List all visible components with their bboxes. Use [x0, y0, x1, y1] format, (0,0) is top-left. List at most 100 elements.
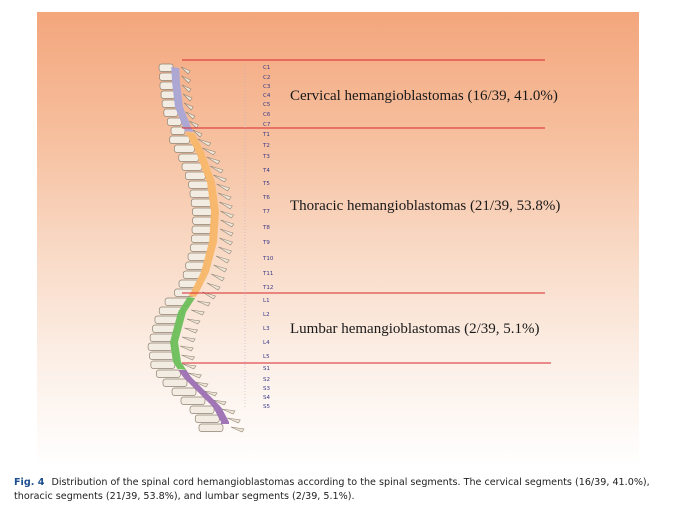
- vertebral-bodies: [147, 63, 245, 433]
- vertebral-body: [158, 63, 174, 72]
- spinous-process: [189, 120, 199, 129]
- vertebra-label: C1: [263, 65, 270, 71]
- cord-segment-lumbar: [170, 297, 196, 370]
- spinous-process: [188, 372, 202, 379]
- vertebra-label: S3: [263, 386, 270, 392]
- figure-caption: Fig. 4 Distribution of the spinal cord h…: [14, 476, 664, 504]
- vertebral-body: [180, 396, 206, 405]
- vertebral-body: [189, 405, 215, 414]
- vertebra-label: T5: [262, 181, 270, 187]
- spinous-process: [183, 102, 194, 111]
- spinous-process: [185, 111, 196, 120]
- spinous-process: [182, 93, 193, 102]
- vertebral-body: [160, 90, 176, 99]
- spinous-process: [221, 408, 236, 415]
- vertebra-label: L3: [263, 326, 270, 332]
- caption-rule: [10, 469, 665, 470]
- vertebra-label: T11: [262, 271, 273, 277]
- vertebra-label: T12: [262, 285, 273, 291]
- vertebra-label: C2: [263, 75, 270, 81]
- vertebral-body: [149, 351, 174, 360]
- vertebral-body: [147, 342, 173, 351]
- vertebral-body: [161, 99, 177, 108]
- cord-segment-cervical: [171, 67, 194, 132]
- spinous-process: [180, 345, 194, 352]
- vertebral-body: [198, 423, 224, 432]
- spinous-process: [209, 165, 224, 174]
- vertebra-label: C6: [263, 112, 271, 118]
- spinous-process: [213, 264, 228, 273]
- spinous-process: [181, 75, 191, 84]
- vertebra-label: T7: [262, 209, 270, 215]
- vertebra-label: T9: [262, 240, 270, 246]
- spinous-process: [216, 183, 231, 192]
- spinous-process: [202, 291, 216, 300]
- vertebral-body: [181, 162, 203, 171]
- vertebral-body: [192, 207, 213, 216]
- spine-illustration: C1C2C3C4C5C6C7T1T2T3T4T5T6T7T8T9T10T11T1…: [147, 59, 551, 433]
- spinous-process: [180, 66, 191, 75]
- spinous-process: [213, 174, 227, 183]
- spinous-process: [181, 84, 192, 93]
- lumbar-label: Lumbar hemangioblastomas (2/39, 5.1%): [290, 321, 540, 337]
- spinous-process: [219, 201, 233, 210]
- figure-number: Fig. 4: [14, 477, 45, 488]
- spinous-process: [186, 318, 201, 325]
- spinal-cord: [170, 67, 229, 424]
- vertebral-body: [191, 225, 213, 234]
- vertebra-label: L2: [263, 312, 270, 318]
- vertebral-body: [174, 144, 195, 153]
- spinous-process: [212, 399, 227, 406]
- vertebral-body: [167, 117, 182, 126]
- vertebra-label: T8: [262, 225, 270, 231]
- region-dividers: [182, 59, 551, 364]
- vertebra-label: S5: [263, 404, 270, 410]
- spinous-process: [206, 282, 221, 291]
- vertebra-label: T2: [262, 143, 270, 149]
- vertebra-label: T6: [262, 195, 270, 201]
- vertebra-label: S1: [263, 366, 270, 372]
- vertebra-label: T10: [262, 256, 274, 262]
- vertebral-body: [192, 216, 214, 225]
- spinous-process: [182, 363, 197, 370]
- spinous-process: [230, 426, 245, 433]
- vertebra-label: C3: [263, 84, 271, 90]
- vertebra-label: L4: [263, 340, 270, 346]
- spinous-process: [196, 300, 211, 307]
- vertebral-body: [184, 171, 206, 180]
- vertebra-label: C5: [263, 102, 271, 108]
- spinous-process: [218, 246, 232, 255]
- spinous-process: [192, 129, 203, 138]
- caption-text: Distribution of the spinal cord hemangio…: [14, 477, 650, 502]
- vertebra-labels: C1C2C3C4C5C6C7T1T2T3T4T5T6T7T8T9T10T11T1…: [244, 65, 274, 410]
- vertebral-body: [162, 378, 188, 387]
- spinous-process: [211, 273, 225, 282]
- spinous-process: [184, 327, 199, 334]
- spinous-process: [194, 381, 209, 388]
- vertebral-body: [159, 81, 175, 90]
- spinous-process: [227, 417, 241, 424]
- spinous-process: [191, 309, 205, 316]
- spinous-process: [182, 336, 196, 343]
- vertebra-label: L1: [263, 298, 270, 304]
- vertebral-body: [169, 135, 191, 144]
- vertebra-label: T1: [262, 132, 270, 138]
- spinous-process: [219, 237, 233, 246]
- spinous-process: [215, 255, 230, 264]
- vertebra-label: S2: [263, 377, 270, 383]
- vertebra-label: C4: [263, 93, 271, 99]
- vertebral-body: [189, 189, 211, 198]
- spinous-process: [220, 219, 235, 228]
- cervical-label: Cervical hemangioblastomas (16/39, 41.0%…: [290, 88, 558, 104]
- vertebral-body: [178, 153, 200, 162]
- vertebra-label: T4: [262, 168, 270, 174]
- vertebral-body: [191, 234, 212, 243]
- spinous-process: [202, 147, 216, 156]
- spinous-process: [197, 138, 212, 147]
- vertebral-body: [190, 198, 212, 207]
- spinous-process: [219, 228, 234, 237]
- vertebra-label: L5: [263, 354, 270, 360]
- vertebral-body: [171, 387, 197, 396]
- cord-segment-sacral: [178, 370, 229, 424]
